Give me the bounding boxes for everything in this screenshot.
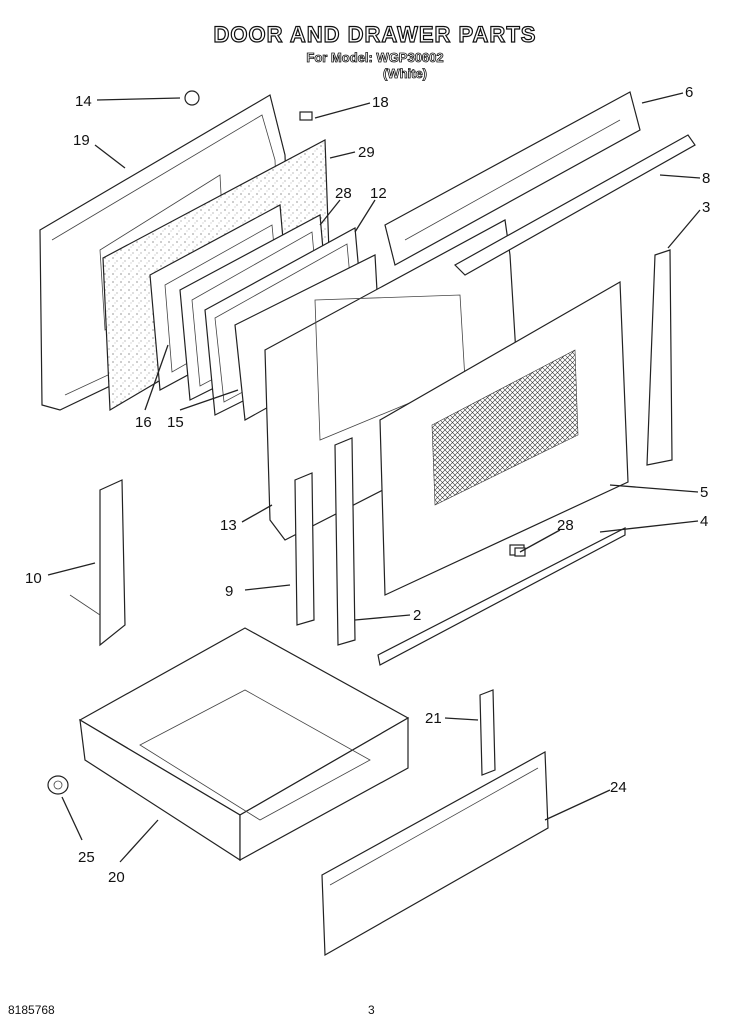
callout-8: 8 xyxy=(702,170,710,187)
model-line: For Model: WGP30602 xyxy=(306,50,444,66)
callout-9: 9 xyxy=(225,583,233,600)
part-20-drawer xyxy=(78,627,410,862)
callout-2: 2 xyxy=(413,607,421,624)
part-18-clip xyxy=(299,111,313,121)
part-9-door-side-trim xyxy=(294,472,315,626)
callout-25: 25 xyxy=(78,849,95,866)
callout-15: 15 xyxy=(167,414,184,431)
part-2-door-side-trim xyxy=(334,437,356,646)
part-21-drawer-bracket xyxy=(479,689,496,776)
variant-line: (White) xyxy=(382,66,428,82)
callout-10: 10 xyxy=(25,570,42,587)
callout-6: 6 xyxy=(685,84,693,101)
callout-16: 16 xyxy=(135,414,152,431)
part-6-door-top-trim xyxy=(384,91,641,266)
callout-20: 20 xyxy=(108,869,125,886)
callout-12: 12 xyxy=(370,185,387,202)
leader-lines xyxy=(47,92,701,863)
part-8-door-handle xyxy=(454,134,696,276)
part-24-drawer-front-panel xyxy=(321,751,549,957)
callout-18: 18 xyxy=(372,94,389,111)
callout-3: 3 xyxy=(702,199,710,216)
callout-28-top: 28 xyxy=(335,185,352,202)
callout-29: 29 xyxy=(358,144,375,161)
page-number: 3 xyxy=(368,1003,375,1017)
part-10-door-hinge xyxy=(69,479,126,647)
page-title: DOOR AND DRAWER PARTS xyxy=(213,21,537,47)
callout-13: 13 xyxy=(220,517,237,534)
callout-19: 19 xyxy=(73,132,90,149)
part-25-drawer-glide xyxy=(47,775,69,795)
callout-28-bottom: 28 xyxy=(557,517,574,534)
part-5-outer-door-panel xyxy=(379,280,629,596)
document-number: 8185768 xyxy=(8,1003,55,1017)
part-3-side-trim xyxy=(646,249,673,466)
callout-14: 14 xyxy=(75,93,92,110)
part-14-bumper xyxy=(184,90,200,106)
callout-24: 24 xyxy=(610,779,627,796)
callout-21: 21 xyxy=(425,710,442,727)
callout-labels: 14 19 18 29 28 12 16 15 6 8 3 13 5 4 28 … xyxy=(25,84,710,886)
callout-5: 5 xyxy=(700,484,708,501)
callout-4: 4 xyxy=(700,513,708,530)
